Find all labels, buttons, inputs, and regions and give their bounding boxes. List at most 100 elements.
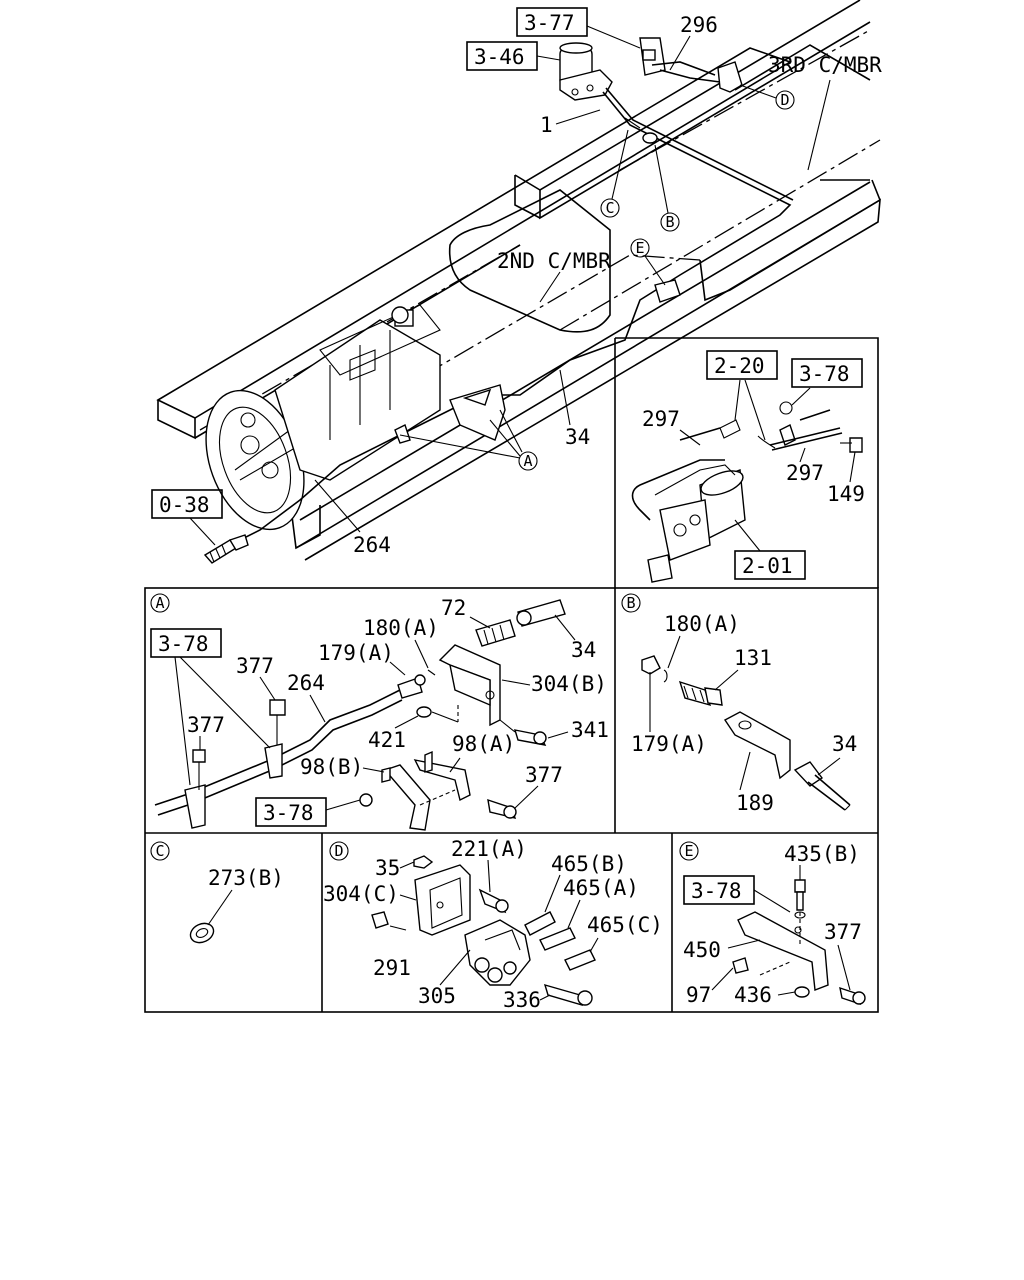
part-336: 336 xyxy=(503,988,541,1012)
bracket-d xyxy=(717,61,743,93)
part-149: 149 xyxy=(827,482,865,506)
part-304b: 304(B) xyxy=(531,672,607,696)
panel-e-labels: 435(B) 3-78 377 450 97 436 xyxy=(683,842,862,1007)
part-305: 305 xyxy=(418,984,456,1008)
part-97: 97 xyxy=(686,983,711,1007)
part-72: 72 xyxy=(441,596,466,620)
panel-a: A xyxy=(150,593,566,831)
marker-d xyxy=(775,90,795,110)
marker-a xyxy=(518,451,538,471)
cross-member-2nd xyxy=(448,189,611,333)
svg-text:E: E xyxy=(635,239,644,257)
ref-box-0-38 xyxy=(151,489,223,519)
part-35: 35 xyxy=(375,856,400,880)
part-377-a2: 377 xyxy=(187,713,225,737)
svg-text:D: D xyxy=(780,91,789,109)
panel-a-ref2-box xyxy=(255,797,327,827)
panel-c-marker xyxy=(150,841,170,861)
part-296: 296 xyxy=(680,13,718,37)
ref-0-38: 0-38 xyxy=(159,493,210,517)
svg-text:A: A xyxy=(523,452,532,470)
part-189: 189 xyxy=(736,791,774,815)
main-labels: 3-77 3-46 296 3RD C/MBR 1 2ND C/MBR 34 2… xyxy=(151,7,882,580)
panel-c: C 273(B) xyxy=(150,841,284,944)
part-264-a: 264 xyxy=(287,671,325,695)
panel-b-labels: 180(A) 131 179(A) 34 189 xyxy=(631,612,857,815)
pipes xyxy=(229,61,794,546)
marker-c xyxy=(600,198,620,218)
panel-a-ref-box xyxy=(150,628,222,658)
part-34: 34 xyxy=(565,425,590,449)
part-465a: 465(A) xyxy=(563,876,639,900)
panel-e-marker xyxy=(679,841,699,861)
part-436: 436 xyxy=(734,983,772,1007)
ref-2-01: 2-01 xyxy=(742,554,793,578)
panel-b: B xyxy=(621,593,851,811)
part-34-b: 34 xyxy=(832,732,857,756)
part-180a-a: 180(A) xyxy=(363,616,439,640)
ref-3-78-main: 3-78 xyxy=(799,362,850,386)
svg-text:A: A xyxy=(155,594,164,612)
cross-member-3rd xyxy=(514,0,881,302)
clutch-booster xyxy=(631,401,863,583)
part-179a-a: 179(A) xyxy=(318,641,394,665)
panel-a-ref: 3-78 xyxy=(158,632,209,656)
part-98b: 98(B) xyxy=(300,755,363,779)
ref-box-2-20 xyxy=(706,350,778,380)
part-291: 291 xyxy=(373,956,411,980)
part-341: 341 xyxy=(571,718,609,742)
panel-b-marker xyxy=(621,593,641,613)
part-179a-b: 179(A) xyxy=(631,732,707,756)
part-465b: 465(B) xyxy=(551,852,627,876)
svg-text:D: D xyxy=(334,842,343,860)
panel-a-labels: 3-78 377 264 377 179(A) 180(A) 72 34 304… xyxy=(150,596,609,827)
panel-a-marker xyxy=(150,593,170,613)
air-dryer xyxy=(559,42,613,101)
part-421: 421 xyxy=(368,728,406,752)
ref-box-3-77 xyxy=(516,7,588,37)
svg-text:C: C xyxy=(605,199,614,217)
panel-e-ref: 3-78 xyxy=(691,879,742,903)
part-131: 131 xyxy=(734,646,772,670)
part-297-upper: 297 xyxy=(642,407,680,431)
ref-3-46: 3-46 xyxy=(474,45,525,69)
ref-box-2-01 xyxy=(734,550,806,580)
panel-d: D xyxy=(329,841,596,1006)
main-view xyxy=(156,0,881,588)
valve-3-77 xyxy=(639,37,666,76)
part-377-a3: 377 xyxy=(525,763,563,787)
panel-d-labels: 35 221(A) 465(B) 304(C) 465(A) 465(C) 29… xyxy=(323,837,663,1012)
ref-box-3-78-main xyxy=(791,358,863,388)
detail-grid xyxy=(144,587,879,1013)
transmission xyxy=(205,304,441,531)
panel-d-marker xyxy=(329,841,349,861)
part-377-a1: 377 xyxy=(236,654,274,678)
part-377-e: 377 xyxy=(824,920,862,944)
grommet-273b xyxy=(189,922,215,944)
part-264: 264 xyxy=(353,533,391,557)
part-450: 450 xyxy=(683,938,721,962)
svg-text:B: B xyxy=(626,594,635,612)
svg-text:B: B xyxy=(665,213,674,231)
marker-e xyxy=(630,238,650,258)
part-304c: 304(C) xyxy=(323,882,399,906)
part-180a-b: 180(A) xyxy=(664,612,740,636)
label-3rd-c-mbr: 3RD C/MBR xyxy=(768,53,882,77)
part-435b: 435(B) xyxy=(784,842,860,866)
part-221a: 221(A) xyxy=(451,837,527,861)
fitting-0-38 xyxy=(203,534,249,564)
svg-text:E: E xyxy=(684,842,693,860)
svg-text:C: C xyxy=(155,842,164,860)
panel-a-ref2: 3-78 xyxy=(263,801,314,825)
label-2nd-c-mbr: 2ND C/MBR xyxy=(497,249,611,273)
ref-2-20: 2-20 xyxy=(714,354,765,378)
ref-3-77: 3-77 xyxy=(524,11,575,35)
marker-b xyxy=(660,212,680,232)
part-98a: 98(A) xyxy=(452,732,515,756)
part-1: 1 xyxy=(540,113,553,137)
part-273b: 273(B) xyxy=(208,866,284,890)
part-297-lower: 297 xyxy=(786,461,824,485)
inset-border xyxy=(615,337,879,588)
part-34-a: 34 xyxy=(571,638,596,662)
